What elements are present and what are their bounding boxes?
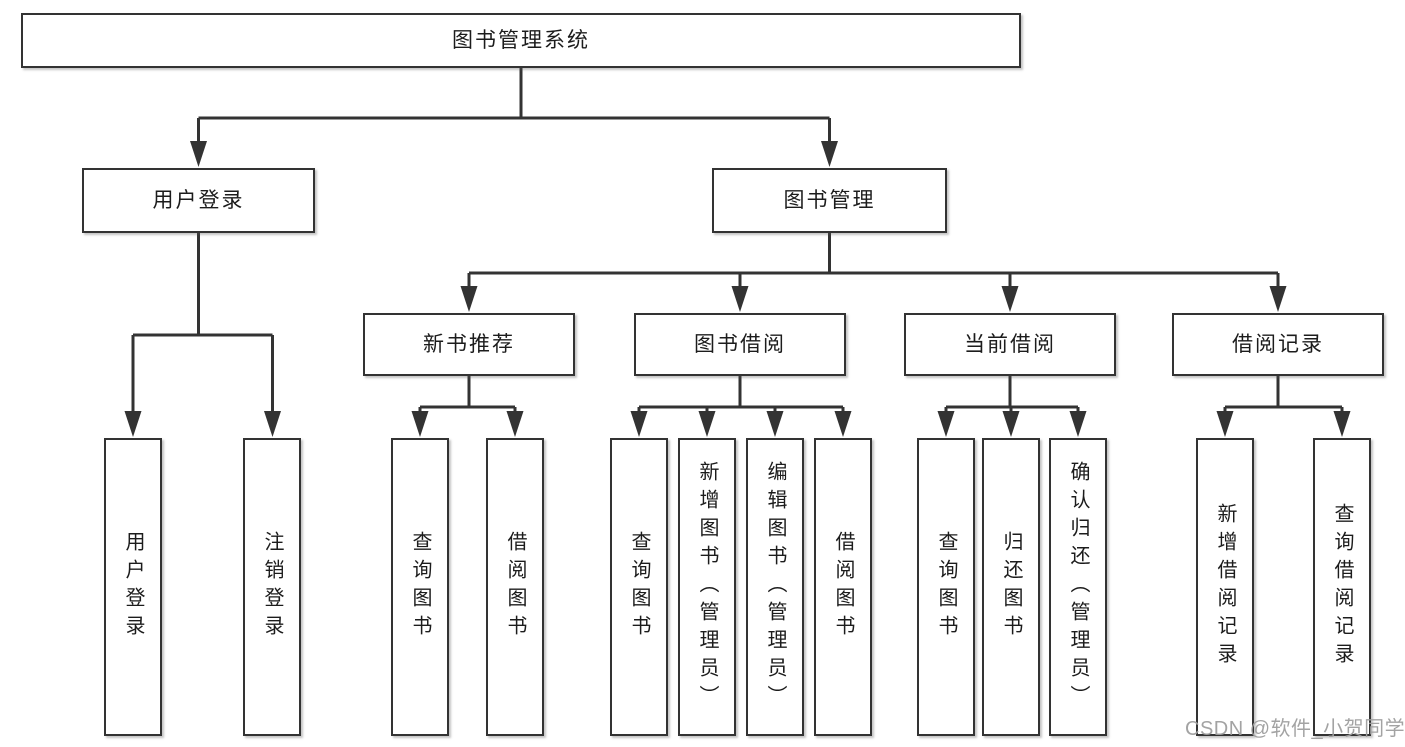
node-label: 借阅图书 bbox=[504, 531, 526, 643]
node-label: 注销登录 bbox=[261, 531, 283, 643]
connector-root-to-level2 bbox=[190, 68, 838, 167]
leaf-borrow-add-books-admin: 新增图书（管理员） bbox=[678, 438, 736, 736]
node-label: 查询图书 bbox=[409, 531, 431, 643]
node-root-system: 图书管理系统 bbox=[21, 13, 1021, 68]
arrow-down-icon bbox=[731, 286, 749, 312]
leaf-records-query-record: 查询借阅记录 bbox=[1313, 438, 1371, 736]
node-label: 借阅记录 bbox=[1232, 333, 1324, 356]
node-label: 编辑图书（管理员） bbox=[764, 461, 786, 713]
node-label: 用户登录 bbox=[122, 531, 144, 643]
arrow-down-icon bbox=[264, 411, 281, 437]
node-label: 归还图书 bbox=[1000, 531, 1022, 643]
arrow-down-icon bbox=[411, 411, 429, 437]
arrow-down-icon bbox=[124, 411, 142, 437]
node-label: 新增借阅记录 bbox=[1214, 503, 1236, 671]
arrow-down-icon bbox=[766, 411, 784, 437]
arrow-down-icon bbox=[190, 141, 207, 167]
leaf-borrow-borrow-books: 借阅图书 bbox=[814, 438, 872, 736]
csdn-watermark: CSDN @软件_小贺同学 bbox=[1185, 718, 1405, 740]
node-label: 图书借阅 bbox=[694, 333, 786, 356]
node-current-borrow: 当前借阅 bbox=[904, 313, 1116, 376]
connector-new-book-recommend-to-leaves bbox=[411, 376, 524, 437]
node-label: 借阅图书 bbox=[832, 531, 854, 643]
arrow-down-icon bbox=[1216, 411, 1234, 437]
leaf-recommend-query-books: 查询图书 bbox=[391, 438, 449, 736]
arrow-down-icon bbox=[506, 411, 524, 437]
node-label: 查询借阅记录 bbox=[1331, 503, 1353, 671]
leaf-borrow-query-books: 查询图书 bbox=[610, 438, 668, 736]
leaf-current-confirm-return-admin: 确认归还（管理员） bbox=[1049, 438, 1107, 736]
connector-book-management-to-level3 bbox=[460, 233, 1287, 312]
node-new-book-recommend: 新书推荐 bbox=[363, 313, 575, 376]
connector-user-login-to-leaves bbox=[124, 233, 281, 437]
leaf-logout: 注销登录 bbox=[243, 438, 301, 736]
connector-book-borrow-to-leaves bbox=[630, 376, 852, 437]
connector-borrow-records-to-leaves bbox=[1216, 376, 1351, 437]
node-user-login: 用户登录 bbox=[82, 168, 315, 233]
node-label: 用户登录 bbox=[152, 189, 245, 212]
node-label: 确认归还（管理员） bbox=[1067, 461, 1089, 713]
arrow-down-icon bbox=[1069, 411, 1087, 437]
node-label: 新书推荐 bbox=[423, 333, 515, 356]
arrow-down-icon bbox=[1269, 286, 1287, 312]
arrow-down-icon bbox=[630, 411, 648, 437]
arrow-down-icon bbox=[1001, 286, 1019, 312]
node-label: 新增图书（管理员） bbox=[696, 461, 718, 713]
node-label: 图书管理系统 bbox=[452, 29, 590, 52]
node-book-borrow: 图书借阅 bbox=[634, 313, 846, 376]
arrow-down-icon bbox=[698, 411, 716, 437]
arrow-down-icon bbox=[937, 411, 955, 437]
connector-current-borrow-to-leaves bbox=[937, 376, 1087, 437]
node-book-management: 图书管理 bbox=[712, 168, 947, 233]
node-label: 查询图书 bbox=[935, 531, 957, 643]
arrow-down-icon bbox=[821, 141, 838, 167]
arrow-down-icon bbox=[1002, 411, 1020, 437]
node-borrow-records: 借阅记录 bbox=[1172, 313, 1384, 376]
node-label: 图书管理 bbox=[783, 189, 876, 212]
leaf-recommend-borrow-books: 借阅图书 bbox=[486, 438, 544, 736]
leaf-records-add-record: 新增借阅记录 bbox=[1196, 438, 1254, 736]
leaf-user-login: 用户登录 bbox=[104, 438, 162, 736]
arrow-down-icon bbox=[834, 411, 852, 437]
leaf-current-query-books: 查询图书 bbox=[917, 438, 975, 736]
node-label: 当前借阅 bbox=[964, 333, 1056, 356]
arrow-down-icon bbox=[1333, 411, 1351, 437]
arrow-down-icon bbox=[460, 286, 478, 312]
leaf-borrow-edit-books-admin: 编辑图书（管理员） bbox=[746, 438, 804, 736]
leaf-current-return-books: 归还图书 bbox=[982, 438, 1040, 736]
node-label: 查询图书 bbox=[628, 531, 650, 643]
